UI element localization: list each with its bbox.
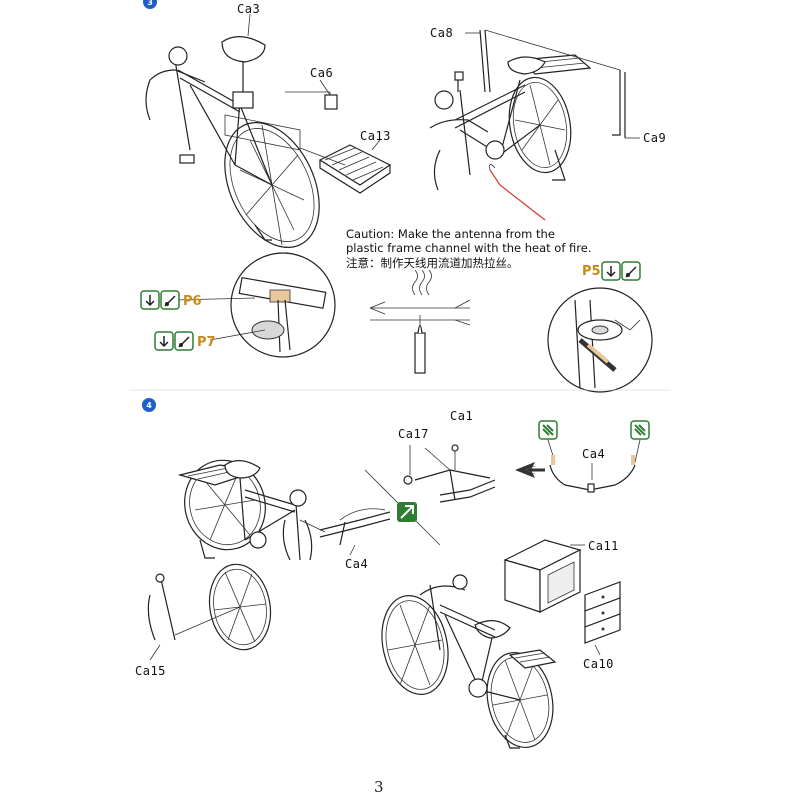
svg-text:注意：制作天线用流道加热拉丝。: 注意：制作天线用流道加热拉丝。 — [346, 256, 519, 270]
part-ca4-detail: Ca4 — [538, 420, 650, 493]
svg-text:P6: P6 — [183, 294, 202, 309]
part-ca4-handlebar: Ca4 — [299, 508, 391, 571]
down-arrow-icon — [606, 266, 616, 278]
paint-callout-p5: P5 — [582, 261, 641, 281]
svg-text:3: 3 — [147, 0, 153, 7]
direction-arrow — [515, 462, 545, 478]
paint-callout-p6: P6 — [140, 290, 202, 310]
page-number: 3 — [374, 778, 384, 796]
part-ca6-bracket: Ca6 — [224, 66, 338, 151]
svg-text:Ca3: Ca3 — [237, 2, 260, 16]
svg-text:Ca11: Ca11 — [588, 539, 619, 553]
part-ca13-rack: Ca13 — [299, 129, 392, 194]
step-3-badge: 3 — [143, 0, 157, 9]
down-arrow-icon — [159, 336, 169, 348]
step3-bicycle-right: Ca8 Ca9 — [429, 26, 666, 221]
step4-bicycle-complete — [381, 574, 557, 749]
svg-text:Ca6: Ca6 — [310, 66, 333, 80]
part-ca11-box: Ca11 — [503, 539, 619, 613]
detail-circle-right — [547, 287, 653, 393]
detail-circle-left — [174, 252, 336, 358]
step4-bicycle-frame — [177, 459, 313, 561]
svg-text:plastic frame channel with the: plastic frame channel with the heat of f… — [346, 241, 591, 255]
svg-text:Ca9: Ca9 — [643, 131, 666, 145]
part-ca10-drawers: Ca10 — [583, 581, 621, 671]
svg-text:Caution: Make the antenna from: Caution: Make the antenna from the — [346, 227, 555, 241]
svg-text:Ca15: Ca15 — [135, 664, 166, 678]
step3-bicycle-left — [145, 46, 320, 248]
down-arrow-icon — [145, 295, 155, 307]
assembly-icon — [364, 469, 441, 546]
paint-callout-p7: P7 — [154, 331, 216, 351]
caution-note: Caution: Make the antenna from the plast… — [346, 227, 591, 270]
svg-text:Ca1: Ca1 — [450, 409, 473, 423]
svg-text:P7: P7 — [197, 335, 216, 350]
part-ca17-ca1-handlebar: Ca1 Ca17 — [398, 409, 496, 503]
part-ca15-front-wheel: Ca15 — [135, 563, 272, 678]
svg-text:Ca4: Ca4 — [582, 447, 605, 461]
svg-text:4: 4 — [146, 401, 152, 410]
part-ca3-saddle: Ca3 — [221, 2, 266, 92]
step-4-badge: 4 — [142, 398, 156, 412]
svg-text:Ca4: Ca4 — [345, 557, 368, 571]
svg-text:P5: P5 — [582, 264, 601, 279]
svg-text:Ca10: Ca10 — [583, 657, 614, 671]
heat-stretch-illustration — [369, 269, 471, 374]
svg-text:Ca13: Ca13 — [360, 129, 391, 143]
svg-text:Ca17: Ca17 — [398, 427, 429, 441]
svg-text:Ca8: Ca8 — [430, 26, 453, 40]
